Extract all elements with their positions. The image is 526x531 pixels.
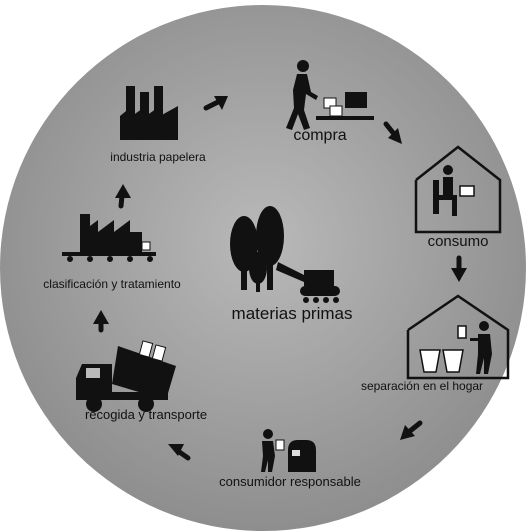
arrow-6 — [93, 310, 109, 333]
sorting-plant-icon — [62, 214, 156, 262]
arrow-1 — [203, 96, 228, 111]
stage-label-consumidor: consumidor responsable — [219, 474, 361, 489]
arrow-5 — [168, 444, 191, 461]
arrow-3 — [451, 255, 467, 282]
cycle-arrows — [93, 96, 467, 461]
house-sorting-icon — [406, 294, 510, 380]
arrow-7 — [115, 184, 131, 209]
stage-label-clasificacion: clasificación y tratamiento — [43, 277, 181, 291]
container-icon — [261, 429, 316, 472]
center-label: materias primas — [231, 304, 353, 323]
stage-label-recogida: recogida y transporte — [84, 407, 208, 422]
stage-label-compra: compra — [293, 127, 347, 144]
stage-label-industria: industria papelera — [110, 150, 206, 164]
stage-label-separacion: separación en el hogar — [360, 379, 484, 393]
arrow-4 — [400, 420, 423, 440]
buyer-icon — [286, 60, 374, 130]
arrow-2 — [383, 121, 402, 144]
raw-materials-icon — [230, 206, 340, 303]
house-reading-icon — [414, 145, 502, 234]
paper-mill-icon — [120, 86, 178, 140]
stage-label-consumo: consumo — [427, 233, 489, 250]
truck-icon — [76, 340, 176, 412]
